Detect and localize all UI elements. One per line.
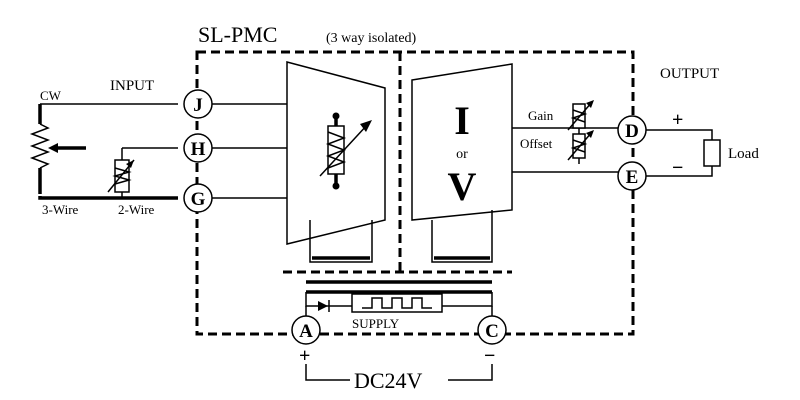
gain-trimmer: Gain — [512, 100, 604, 131]
load-label: Load — [728, 146, 759, 162]
supply-diode-icon — [318, 301, 328, 311]
output-label: OUTPUT — [660, 66, 719, 82]
input-label: INPUT — [110, 78, 154, 94]
terminal-c-label: C — [485, 321, 499, 342]
diagram-title: SL-PMC — [198, 22, 277, 47]
oscillator-box — [351, 293, 443, 313]
supply-section: SUPPLY — [305, 280, 493, 331]
terminal-g-label: G — [191, 189, 206, 210]
two-wire-sensor: 2-Wire — [107, 147, 178, 217]
diagram-subtitle: (3 way isolated) — [326, 31, 417, 46]
terminal-d-label: D — [625, 121, 639, 142]
load-circuit: Load + − — [646, 109, 759, 179]
converter-label-top: I — [454, 98, 470, 143]
three-wire-potentiometer: CW 3-Wire — [29, 88, 178, 217]
supply-minus-sign: − — [484, 345, 495, 367]
offset-trimmer: Offset — [520, 128, 594, 164]
terminal-a-label: A — [299, 321, 313, 342]
cw-label: CW — [40, 88, 62, 103]
output-plus-sign: + — [672, 109, 683, 131]
terminal-e-label: E — [626, 167, 639, 188]
terminal-h-label: H — [191, 139, 206, 160]
converter-block: I or V — [411, 63, 513, 263]
terminal-j: J — [183, 89, 213, 119]
terminal-a: A — [291, 315, 321, 345]
terminal-d: D — [617, 115, 647, 145]
two-wire-label: 2-Wire — [118, 202, 155, 217]
three-wire-label: 3-Wire — [42, 202, 79, 217]
output-minus-sign: − — [672, 157, 683, 179]
supply-plus-sign: + — [299, 345, 310, 367]
terminal-g: G — [183, 183, 213, 213]
supply-voltage-label: DC24V — [354, 368, 423, 393]
terminal-c: C — [477, 315, 507, 345]
load-resistor — [703, 139, 721, 167]
terminal-h: H — [183, 133, 213, 163]
terminal-j-label: J — [193, 95, 203, 116]
input-block — [286, 61, 386, 263]
gain-label: Gain — [528, 108, 554, 123]
supply-label: SUPPLY — [352, 316, 400, 331]
converter-label-middle: or — [456, 147, 468, 162]
terminal-e: E — [617, 161, 647, 191]
offset-label: Offset — [520, 136, 553, 151]
converter-label-bottom: V — [448, 164, 477, 209]
dc-supply: + − DC24V — [299, 345, 495, 393]
